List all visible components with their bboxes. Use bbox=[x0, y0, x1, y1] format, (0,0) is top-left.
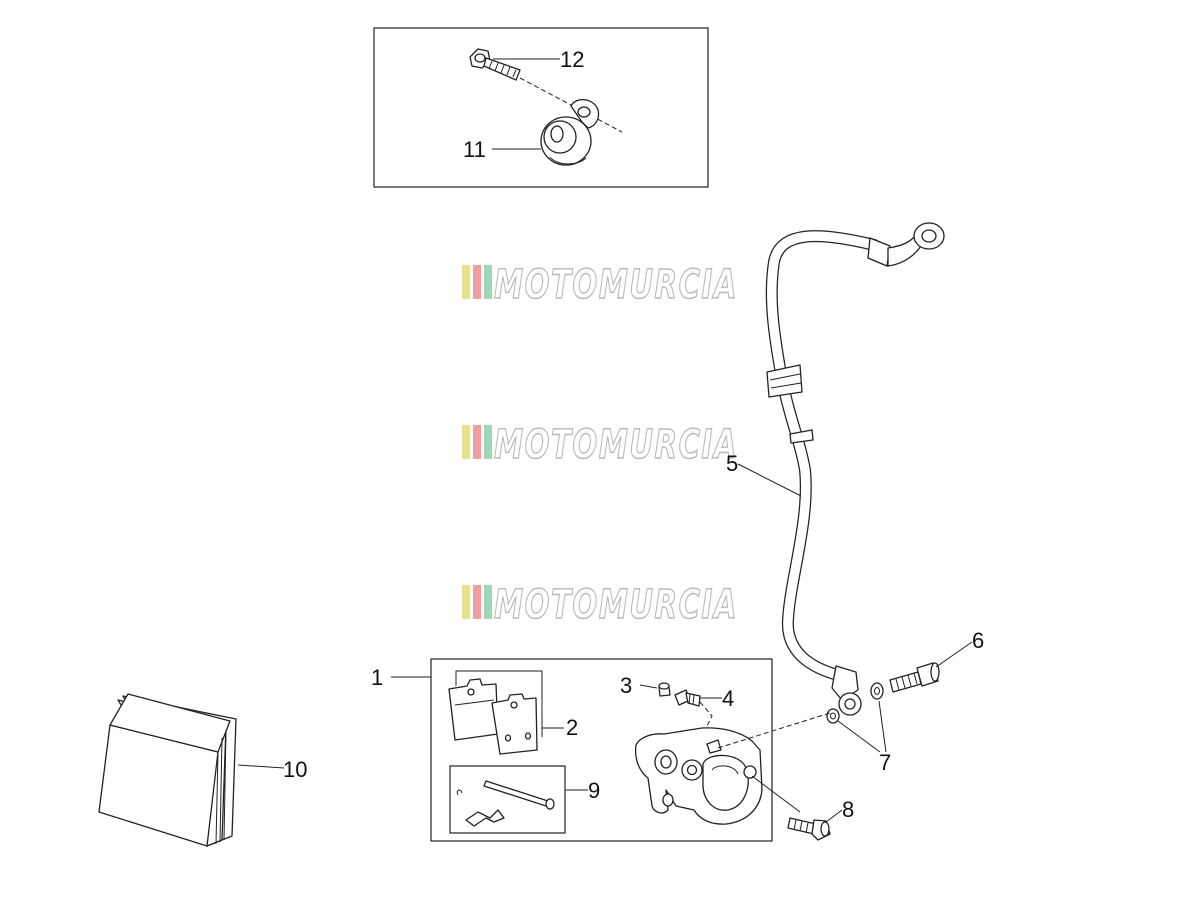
leader-10 bbox=[237, 764, 285, 769]
callout-10: 10 bbox=[283, 757, 307, 782]
brake-hose-part-5 bbox=[765, 222, 945, 716]
watermark-stripe-yellow bbox=[462, 585, 470, 619]
watermark-stripe-green bbox=[484, 265, 492, 299]
pin-kit-frame bbox=[449, 765, 566, 834]
watermark-stripe-yellow bbox=[462, 425, 470, 459]
bleed-valve-part-4 bbox=[674, 689, 701, 707]
watermark-stripe-red bbox=[473, 425, 481, 459]
caliper-kit-frame bbox=[430, 658, 773, 842]
callout-11: 11 bbox=[463, 137, 486, 162]
leader-6 bbox=[935, 641, 973, 668]
pads-bracket bbox=[455, 670, 543, 686]
callout-8: 8 bbox=[842, 797, 854, 822]
caliper-bolt-part-8 bbox=[787, 817, 831, 841]
callout-1: 1 bbox=[371, 665, 383, 690]
watermark-stripe-green bbox=[484, 425, 492, 459]
banjo-axis-line bbox=[717, 712, 831, 749]
leader-3 bbox=[639, 684, 658, 689]
callout-5: 5 bbox=[726, 451, 738, 476]
callout-4: 4 bbox=[722, 686, 734, 711]
callout-7: 7 bbox=[879, 750, 891, 775]
watermark-1: MOTOMURCIA bbox=[462, 261, 738, 309]
leader-7a bbox=[837, 720, 881, 753]
washer-part-7a bbox=[826, 708, 840, 724]
leader-8a bbox=[751, 775, 801, 813]
callout-12: 12 bbox=[560, 47, 584, 72]
watermark-text: MOTOMURCIA bbox=[494, 422, 738, 468]
leader-8 bbox=[825, 809, 843, 823]
watermark-text: MOTOMURCIA bbox=[494, 582, 738, 628]
watermark-3: MOTOMURCIA bbox=[462, 581, 738, 629]
callout-6: 6 bbox=[972, 628, 984, 653]
screw-part-12 bbox=[469, 48, 521, 81]
callout-3: 3 bbox=[620, 673, 632, 698]
manual-part-10 bbox=[98, 693, 237, 847]
watermark-stripe-red bbox=[473, 265, 481, 299]
watermark-stripe-green bbox=[484, 585, 492, 619]
watermark-2: MOTOMURCIA bbox=[462, 421, 738, 469]
leader-5 bbox=[737, 463, 802, 497]
clip-kit-frame bbox=[373, 27, 709, 188]
watermark-text: MOTOMURCIA bbox=[494, 262, 738, 308]
bleed-cap-part-3 bbox=[658, 682, 671, 697]
brake-pad-part-2a bbox=[448, 678, 499, 741]
callout-9: 9 bbox=[588, 778, 600, 803]
hose-clip-part-11 bbox=[540, 99, 600, 166]
brake-caliper-body bbox=[634, 727, 763, 825]
watermark-stripe-red bbox=[473, 585, 481, 619]
watermark-stripe-yellow bbox=[462, 265, 470, 299]
washer-part-7b bbox=[870, 682, 884, 700]
leader-7b bbox=[878, 700, 887, 753]
brake-pad-part-2b bbox=[491, 693, 538, 755]
banjo-bolt-part-6 bbox=[889, 662, 940, 693]
pin-kit-part-9 bbox=[456, 780, 555, 827]
callout-2: 2 bbox=[566, 715, 578, 740]
